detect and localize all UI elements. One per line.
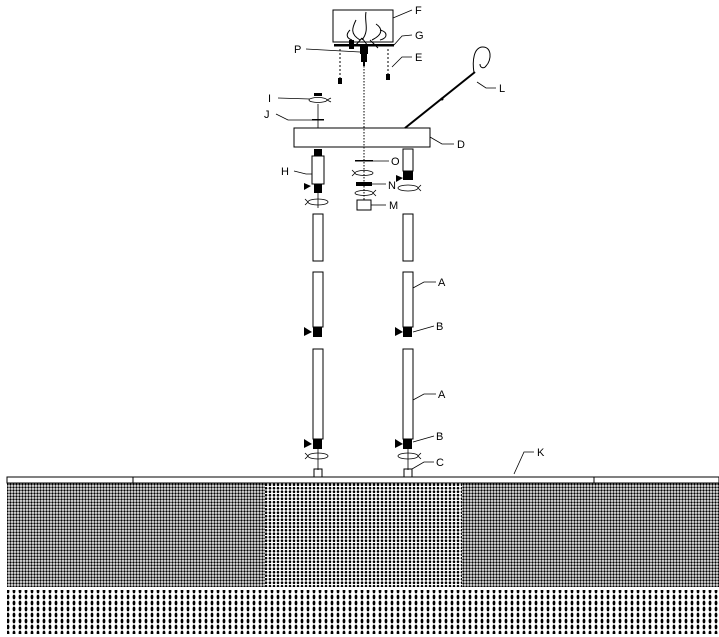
hook-rod [404,46,491,129]
part-labels: F G P E L I J D O H N M A B A B K C [264,5,545,469]
rod-stack-right [395,213,422,478]
label-J: J [264,109,270,121]
socket-right [396,148,422,192]
label-F: F [415,5,422,17]
label-C: C [436,457,444,469]
frame-plate [293,127,431,148]
junction-box [356,199,372,211]
crystal-curtain [6,476,719,634]
socket-left [304,149,329,208]
label-P: P [294,44,301,56]
label-M: M [389,200,398,212]
label-G: G [415,30,424,42]
label-O: O [391,156,400,168]
label-A-lower: A [438,389,446,401]
label-A-upper: A [438,277,446,289]
top-finial [308,93,332,128]
label-H: H [281,166,289,178]
label-L: L [499,83,505,95]
label-I: I [268,93,271,105]
label-N: N [388,180,396,192]
canopy [332,9,394,43]
label-B-upper: B [436,321,443,333]
wire-connector [360,46,368,66]
canopy-screws [338,49,390,84]
mounting-bar [334,37,394,49]
label-K: K [537,447,545,459]
leader-lines [275,9,534,475]
label-B-lower: B [436,431,443,443]
label-D: D [457,139,465,151]
rod-stack-left [304,213,329,478]
label-E: E [415,52,422,64]
